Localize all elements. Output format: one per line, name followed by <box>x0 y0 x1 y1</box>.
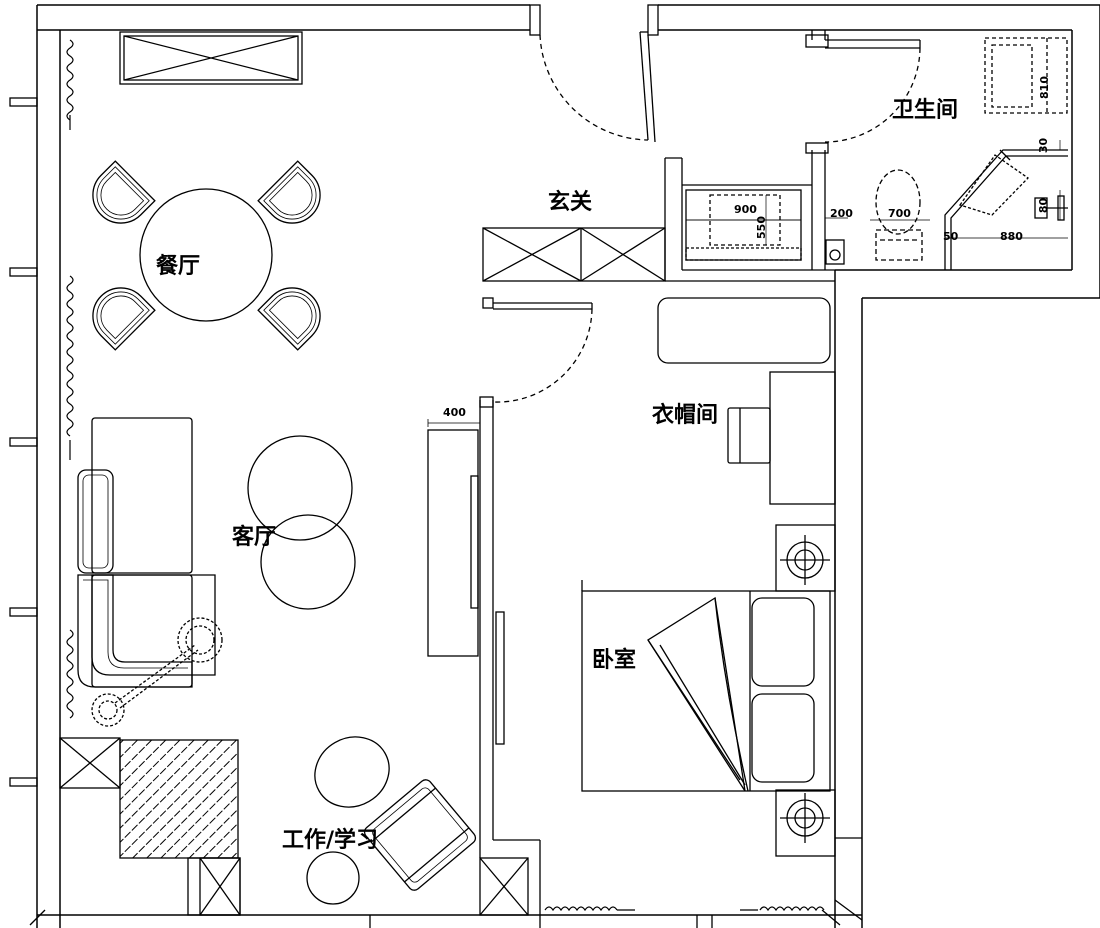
dim-shower-width: 880 <box>1000 230 1023 243</box>
nightstand-bottom <box>775 789 836 857</box>
bench <box>657 297 831 364</box>
label-bedroom: 卧室 <box>592 648 637 673</box>
shower <box>944 149 1068 270</box>
bathroom-wall <box>664 30 835 282</box>
dim-tv-depth: 400 <box>443 406 466 419</box>
dim-gap-50: 50 <box>943 230 959 243</box>
dim-shower-depth: 30 <box>1037 137 1051 154</box>
floor-drain <box>825 239 845 265</box>
dim-vanity-depth: 550 <box>754 216 768 239</box>
dim-bathtub-length: 810 <box>1037 76 1051 99</box>
vanity <box>685 189 802 261</box>
entry-door <box>529 4 659 143</box>
dim-lines <box>686 140 1068 239</box>
curtain-left <box>66 39 74 719</box>
shoe-cabinet <box>482 227 666 282</box>
toilet <box>875 169 923 261</box>
label-living: 客厅 <box>232 525 277 550</box>
label-entrance: 玄关 <box>548 190 593 215</box>
wardrobe-table <box>727 371 836 505</box>
bed <box>581 580 831 792</box>
dim-shower-side: 80 <box>1037 197 1051 214</box>
label-bathroom: 卫生间 <box>892 98 959 123</box>
ottoman <box>314 736 390 808</box>
label-study: 工作/学习 <box>282 828 379 853</box>
armchair <box>363 779 477 891</box>
dining-table <box>139 188 273 322</box>
side-table <box>306 851 360 905</box>
study-desk <box>119 739 239 859</box>
dim-vanity-width: 900 <box>734 203 757 216</box>
cabinet-top <box>119 31 303 85</box>
storage-corner <box>59 737 121 789</box>
window-brackets <box>9 97 38 787</box>
shower-control <box>1034 195 1068 221</box>
label-wardrobe: 衣帽间 <box>652 403 719 428</box>
bottom-frame <box>29 909 841 928</box>
floor-lamp <box>91 617 223 727</box>
partition-wall <box>479 396 541 915</box>
nightstand-top <box>775 524 836 592</box>
bottom-columns <box>479 857 529 916</box>
sofa <box>77 417 216 688</box>
label-dining: 餐厅 <box>156 254 201 279</box>
dim-toilet-width: 700 <box>888 207 911 220</box>
bedroom-door <box>482 297 593 403</box>
curtain-bottom <box>544 906 825 912</box>
bathtub <box>984 37 1068 114</box>
bathroom-door <box>805 34 921 143</box>
dining-chairs <box>92 160 321 351</box>
dim-gap-200: 200 <box>830 207 853 220</box>
study-columns <box>187 857 241 916</box>
bedroom-column <box>834 837 863 921</box>
coffee-tables <box>247 435 356 610</box>
tv-cabinet <box>427 419 481 657</box>
